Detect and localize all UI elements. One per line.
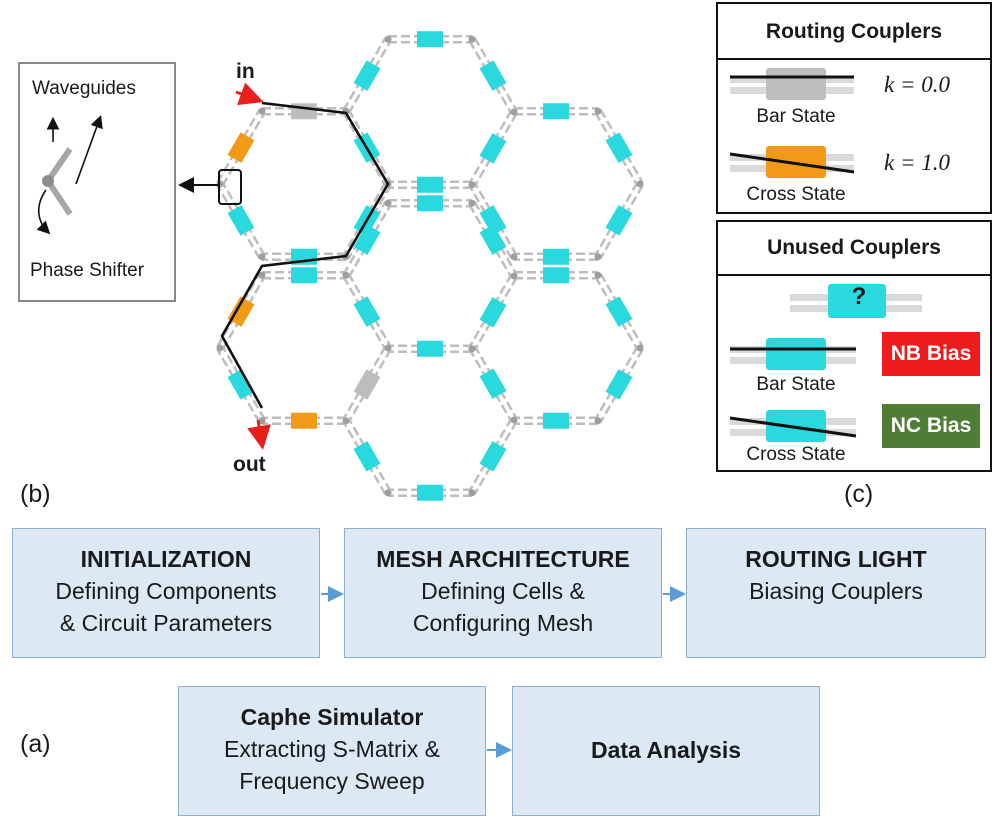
phase-shifter-node [384,489,392,497]
optical-route-path [220,101,390,409]
panel-label-c: (c) [844,480,874,508]
unused-bar-state-icon [730,338,856,370]
panel-label-a: (a) [20,730,51,758]
unused-bar-state-label: Bar State [756,374,836,395]
routing-couplers-legend: Routing Couplers Bar State k = 0.0 Cross… [716,2,992,214]
unused-coupler [605,296,633,327]
phase-shifter-node [258,253,266,261]
input-label: in [236,60,255,83]
unused-coupler [291,267,317,284]
phase-shifter-node [594,107,602,115]
flow-step-mesh-architecture: MESH ARCHITECTURE Defining Cells & Confi… [344,528,662,658]
routing-coupler [291,412,317,429]
phase-shifter-node [594,271,602,279]
nb-bias-badge: NB Bias [882,332,980,376]
unused-coupler [417,340,443,357]
routing-coupler [227,132,255,163]
phase-shifter-node [216,344,224,352]
unused-cross-state-label: Cross State [746,444,846,465]
phase-shifter-node [258,417,266,425]
phase-shifter-node [468,199,476,207]
unknown-coupler-mark: ? [851,283,867,310]
cross-state-coupler-icon [730,146,855,178]
phase-shifter-node [510,272,518,280]
unused-coupler [605,369,633,400]
unused-coupler [227,205,255,236]
routing-cross-state-label: Cross State [746,184,846,205]
unused-coupler [479,297,507,328]
phase-shifter-node [468,35,476,43]
hexagonal-mesh-diagram [178,31,644,501]
unused-cross-state-icon [730,410,857,442]
phase-shifter-node [384,344,392,352]
cross-k-value: k = 1.0 [884,150,950,175]
phase-shifter-highlight-box [218,169,242,205]
flow-step-data-analysis: Data Analysis [512,686,820,816]
bar-state-coupler-icon [730,68,854,100]
phase-shifter-node [510,416,518,424]
flow-step-routing-light: ROUTING LIGHT Biasing Couplers [686,528,986,658]
unused-coupler [417,484,443,501]
input-arrow [235,82,264,106]
unused-coupler [417,195,443,212]
inset-waveguides-label: Waveguides [32,78,136,99]
unused-coupler [605,132,633,163]
phase-shifter-node [384,199,392,207]
unused-coupler [605,205,633,236]
output-label: out [233,453,266,476]
nc-bias-badge: NC Bias [882,404,980,448]
unused-coupler [479,133,507,164]
unused-coupler [543,267,569,284]
phase-shifter-node [510,108,518,116]
phase-shifter-node [342,271,350,279]
phase-shifter-node [468,489,476,497]
phase-shifter-node [258,107,266,115]
unused-coupler [353,60,381,91]
unused-coupler [479,205,507,236]
unused-coupler [353,224,381,255]
unused-coupler [417,31,443,48]
bar-k-value: k = 0.0 [884,72,950,97]
phase-shifter-node [258,271,266,279]
flow-step-caphe-simulator: Caphe Simulator Extracting S-Matrix & Fr… [178,686,486,816]
phase-shifter-node [468,345,476,353]
phase-shifter-node [510,253,518,261]
phase-shifter-node [636,180,644,188]
routing-coupler [353,369,381,400]
phase-shifter-sketch [36,114,103,235]
unused-coupler [227,369,255,400]
output-arrow [247,419,271,450]
coupler-array [227,31,633,501]
unused-coupler [353,296,381,327]
phase-shifter-node [636,344,644,352]
unused-couplers-legend: Unused Couplers ? Bar State NB Bias Cros… [716,220,992,472]
unused-coupler [479,368,507,399]
unused-coupler [543,248,569,265]
flow-step-initialization: INITIALIZATION Defining Components & Cir… [12,528,320,658]
routing-coupler [227,296,255,327]
unused-coupler [353,441,381,472]
unused-couplers-title: Unused Couplers [767,236,941,259]
unused-coupler [479,60,507,91]
unused-coupler [543,412,569,429]
phase-shifter-node [594,417,602,425]
unused-coupler [417,176,443,193]
phase-shifter-dot [42,175,54,187]
phase-shifter-node [342,417,350,425]
phase-shifter-node [468,181,476,189]
phase-shifter-node [384,35,392,43]
unused-coupler [543,103,569,120]
inset-phase-shifter-label: Phase Shifter [30,260,145,281]
panel-label-b: (b) [20,480,51,508]
routing-couplers-title: Routing Couplers [765,20,943,43]
unused-coupler [479,441,507,472]
phase-shifter-node [594,253,602,261]
unknown-coupler-icon [790,284,922,318]
phase-shifter-inset: Waveguides Phase Shifter [18,62,176,302]
routing-bar-state-label: Bar State [756,106,836,127]
unused-coupler [479,224,507,255]
